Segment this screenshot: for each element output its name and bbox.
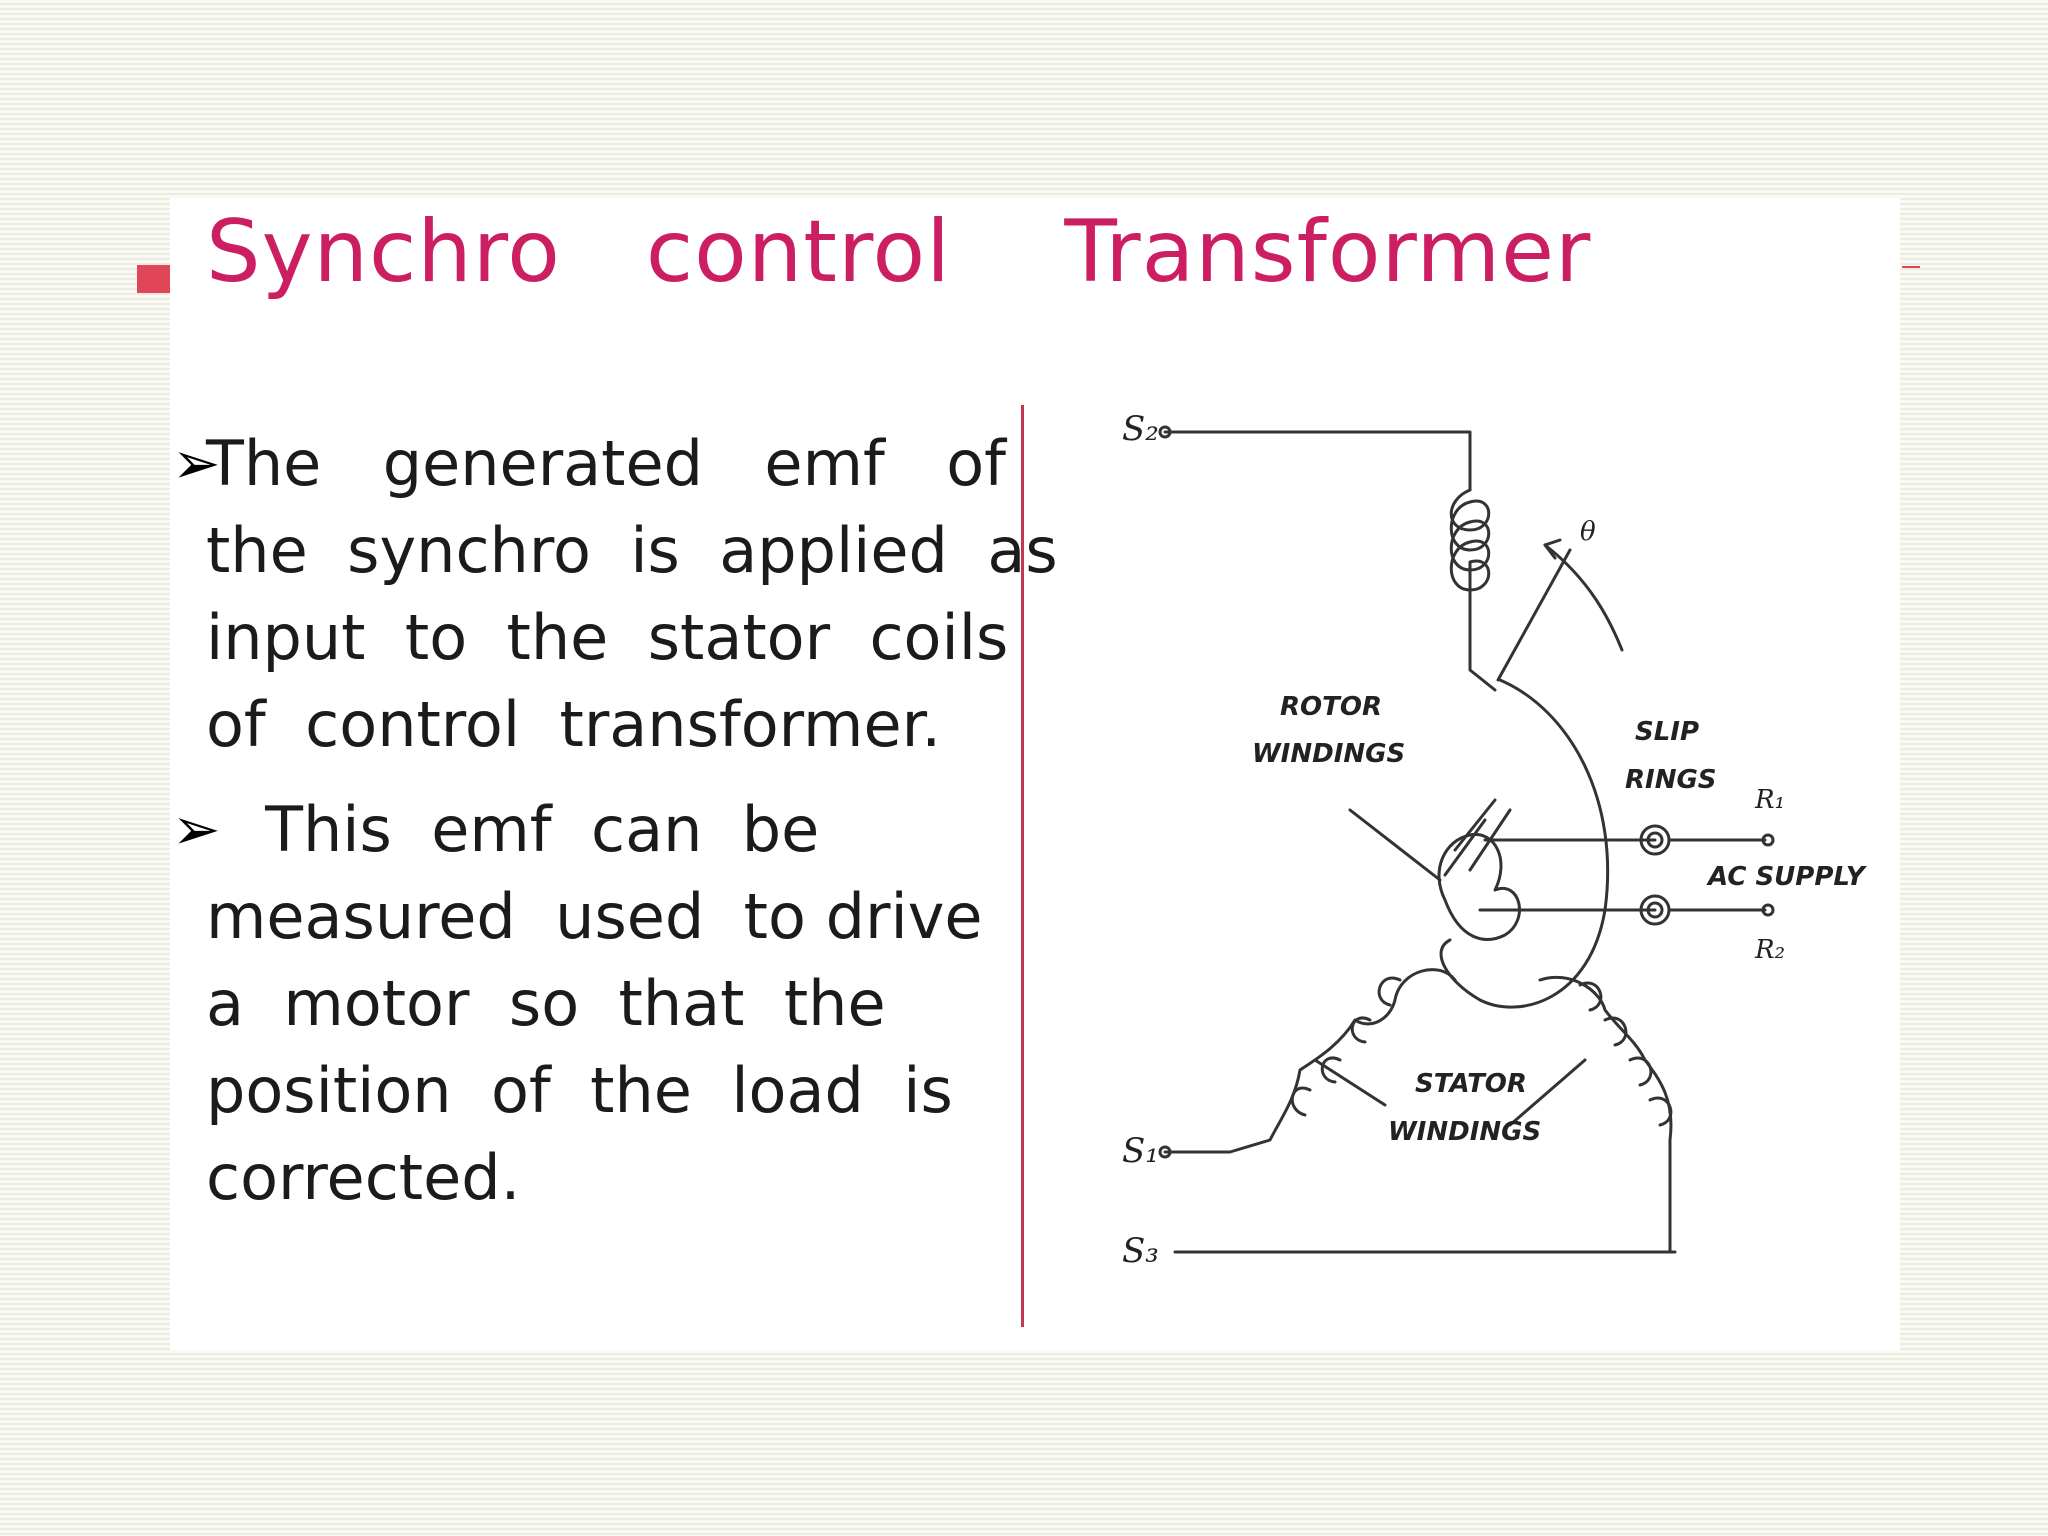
- label-r2: R₂: [1754, 935, 1785, 965]
- paragraph-line: of control transformer.: [206, 688, 942, 761]
- paragraph-line: position of the load is: [206, 1054, 953, 1127]
- paragraph-1: ➢ The generated emf of the synchro is ap…: [172, 420, 1058, 768]
- label-s3: S₃: [1122, 1231, 1159, 1271]
- s2-terminal: [1158, 425, 1172, 439]
- stator-coil-left-loops: [1290, 976, 1402, 1117]
- title-bullet: [137, 265, 170, 293]
- theta-arc: [1543, 543, 1624, 652]
- slip-ring-1-inner: [1646, 831, 1664, 849]
- rotor-winding: [1437, 833, 1521, 941]
- label-r1: R₁: [1754, 785, 1785, 815]
- theta-arrow: [1543, 538, 1562, 560]
- slip-ring-2-inner: [1646, 901, 1664, 919]
- label-ac-supply: AC SUPPLY: [1706, 862, 1868, 892]
- label-s2: S₂: [1122, 409, 1159, 449]
- stator-pointer-left: [1313, 1058, 1387, 1107]
- paragraph-line: corrected.: [206, 1141, 521, 1214]
- paragraph-2: ➢ This emf can be measured used to drive…: [172, 786, 1006, 1221]
- label-theta: θ: [1580, 517, 1596, 547]
- label-slip-rings-1: SLIP: [1635, 717, 1699, 747]
- paragraph-line: a motor so that the: [206, 967, 886, 1040]
- rotor-pointer: [1348, 808, 1442, 882]
- paragraph-line: measured used to drive: [206, 880, 983, 953]
- title-accent-tick: [1902, 266, 1920, 268]
- label-stator-windings-1: STATOR: [1415, 1069, 1527, 1099]
- slide-canvas: [170, 198, 1900, 1350]
- stator-pointer-right: [1508, 1058, 1587, 1127]
- paragraph-line: The generated emf of: [206, 427, 1006, 500]
- theta-line: [1496, 548, 1572, 682]
- stator-coil-right-loops: [1578, 981, 1673, 1127]
- r2-terminal: [1761, 903, 1775, 917]
- label-stator-windings-2: WINDINGS: [1388, 1117, 1541, 1147]
- label-s1: S₁: [1122, 1131, 1159, 1171]
- label-rotor-windings-1: ROTOR: [1280, 692, 1382, 722]
- control-transformer-diagram: S₂ S₁ S₃ θ ROTOR WINDINGS SLIP RINGS R₁ …: [1122, 409, 1868, 1271]
- slide-title: Synchro control Transformer: [206, 202, 1592, 302]
- stator-coil-top: [1449, 488, 1497, 692]
- paragraph-line: input to the stator coils: [206, 601, 1009, 674]
- label-rotor-windings-2: WINDINGS: [1252, 739, 1405, 769]
- paragraph-line: the synchro is applied as: [206, 514, 1058, 587]
- arrow-bullet-icon: ➢: [172, 795, 221, 863]
- column-divider: [1021, 405, 1024, 1327]
- label-slip-rings-2: RINGS: [1625, 765, 1717, 795]
- arrow-bullet-icon: ➢: [172, 429, 221, 497]
- r1-terminal: [1761, 833, 1775, 847]
- s2-lead-wire: [1163, 430, 1472, 492]
- paragraph-line: This emf can be: [206, 793, 820, 866]
- s1-terminal: [1158, 1145, 1172, 1159]
